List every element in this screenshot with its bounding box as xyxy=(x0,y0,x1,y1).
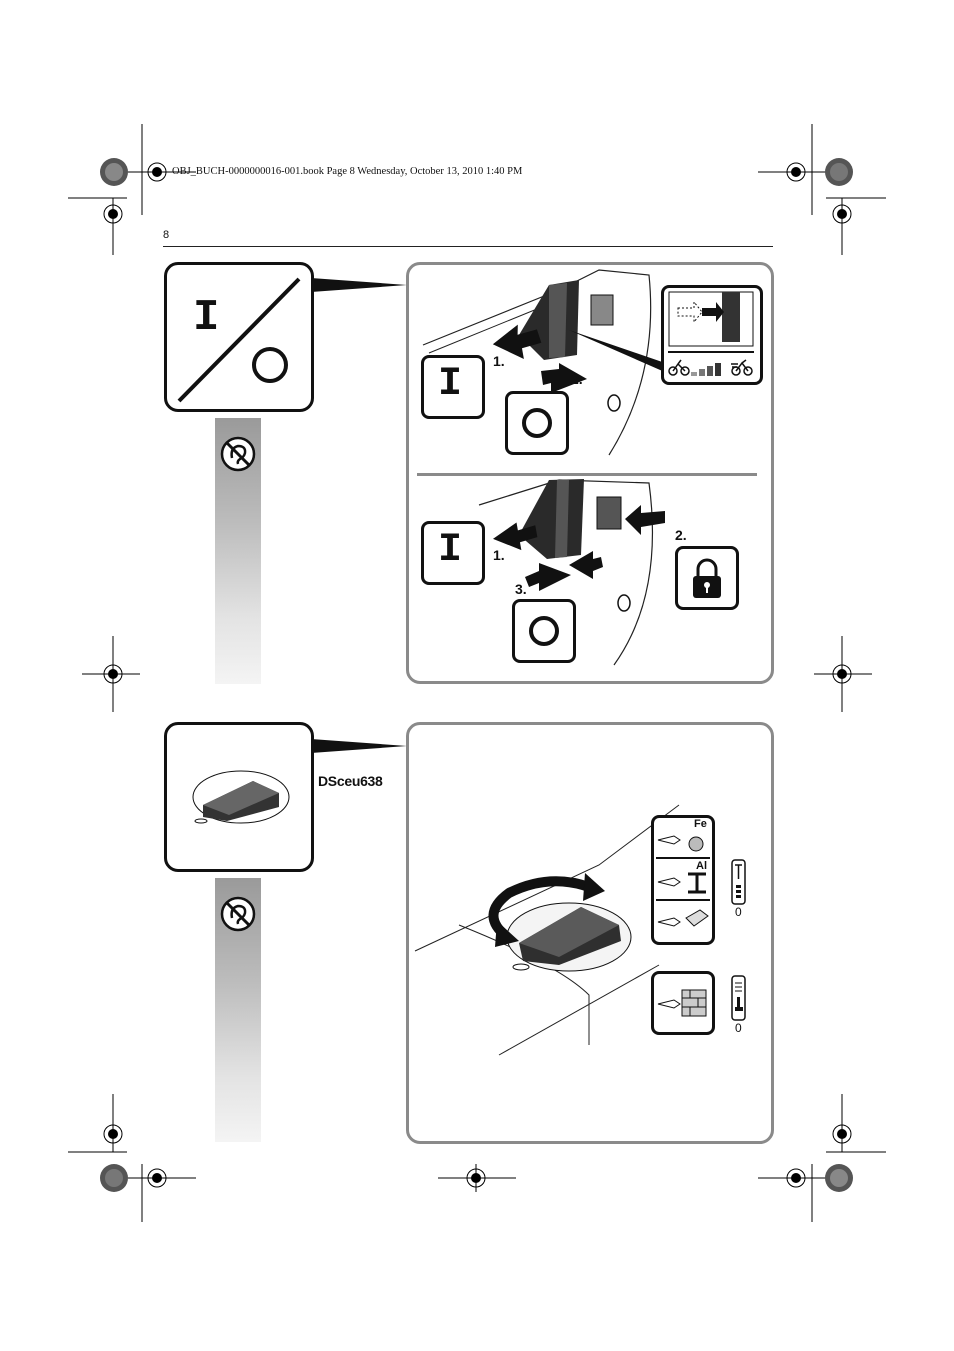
speed-inset-box xyxy=(661,285,763,385)
callout-pointer-2 xyxy=(311,739,407,753)
off-symbol-box-top xyxy=(505,391,569,455)
page-number: 8 xyxy=(163,229,170,241)
step-label-1: 1. xyxy=(493,353,505,369)
mode-selector-symbol-box xyxy=(164,722,314,872)
on-off-icon xyxy=(177,277,301,403)
step-label-2: 2. xyxy=(571,371,583,387)
on-symbol-box-top: I xyxy=(421,355,485,419)
file-header: OBJ_BUCH-0000000016-001.book Page 8 Wedn… xyxy=(172,166,523,177)
header-rule xyxy=(163,246,773,247)
mode-selector-icon xyxy=(192,770,290,824)
step-label-1-lower: 1. xyxy=(493,547,505,563)
masonry-box xyxy=(651,971,715,1035)
panel-divider xyxy=(417,473,757,476)
bicycle-slow-icon xyxy=(668,359,690,376)
off-symbol-icon xyxy=(529,616,559,646)
drill-mode-icon xyxy=(731,859,746,905)
hammer-mode-icon xyxy=(731,975,746,1021)
on-symbol: I xyxy=(193,293,220,343)
off-symbol-box-bottom xyxy=(512,599,576,663)
no-ear-protection-icon xyxy=(220,436,256,472)
lock-icon xyxy=(693,558,721,598)
switch-lock-illustration xyxy=(478,479,665,666)
material-chart-box: Fe Al xyxy=(651,815,715,945)
off-symbol-icon xyxy=(522,408,552,438)
bicycle-fast-icon xyxy=(731,359,753,376)
callout-pointer xyxy=(311,278,407,292)
zero-label-1: 0 xyxy=(735,905,742,919)
material-fe-label: Fe xyxy=(694,818,707,830)
step-label-2-lower: 2. xyxy=(675,527,687,543)
on-symbol-box-bottom: I xyxy=(421,521,485,585)
on-symbol: I xyxy=(438,362,463,407)
no-ear-protection-icon xyxy=(220,896,256,932)
step-label-3-lower: 3. xyxy=(515,581,527,597)
zero-label-2: 0 xyxy=(735,1021,742,1035)
switch-on-illustration xyxy=(422,269,671,456)
material-al-label: Al xyxy=(696,860,707,872)
switch-instructions-panel: 1. 2. I xyxy=(406,262,774,684)
mode-selector-illustration xyxy=(414,804,680,1056)
model-label: DSceu638 xyxy=(318,773,383,789)
speed-bars-icon xyxy=(691,363,721,376)
on-off-symbol-box: I xyxy=(164,262,314,412)
on-symbol: I xyxy=(438,528,463,573)
lock-symbol-box xyxy=(675,546,739,610)
mode-instructions-panel: Fe Al 0 0 xyxy=(406,722,774,1144)
